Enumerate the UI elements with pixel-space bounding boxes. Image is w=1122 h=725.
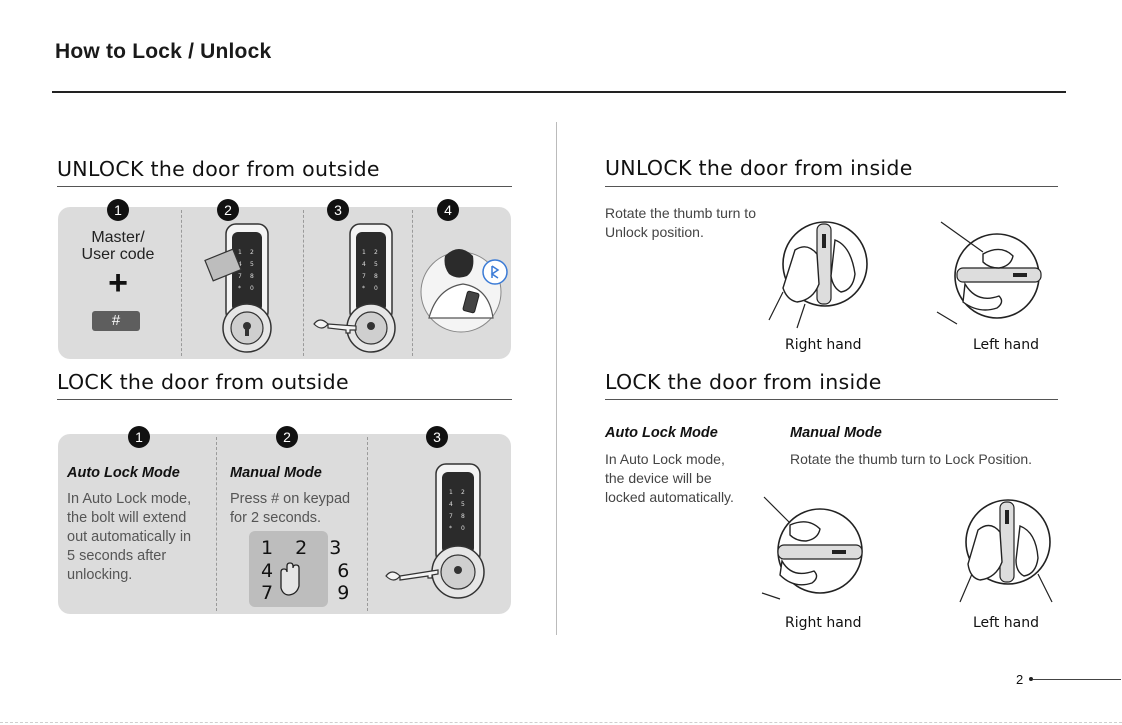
step-badge-3: 3	[327, 199, 349, 221]
manual-mode-heading: Manual Mode	[790, 425, 882, 441]
svg-text:5: 5	[374, 261, 378, 268]
deadbolt-key-illustration: 1 2 4 5 7 8 * 0	[313, 223, 396, 353]
svg-text:2: 2	[250, 249, 254, 256]
page-number: 2	[1016, 672, 1024, 687]
smartphone-app-illustration	[420, 249, 508, 333]
lock-inside-rule	[605, 399, 1058, 400]
panel-divider	[303, 210, 304, 356]
svg-text:1: 1	[238, 249, 242, 256]
step-badge-2: 2	[276, 426, 298, 448]
header-rule	[52, 91, 1066, 93]
left-hand-caption: Left hand	[973, 615, 1040, 631]
unlock-outside-rule	[57, 186, 512, 187]
step1-label-line2: User code	[81, 246, 155, 263]
unlock-outside-title: UNLOCK the door from outside	[57, 157, 380, 181]
unlock-inside-title: UNLOCK the door from inside	[605, 156, 913, 180]
unlock-inside-rule	[605, 186, 1058, 187]
left-hand-caption: Left hand	[973, 337, 1040, 353]
right-hand-caption: Right hand	[785, 615, 862, 631]
right-hand-caption: Right hand	[785, 337, 862, 353]
page-number-dot	[1029, 677, 1033, 681]
svg-text:7: 7	[449, 513, 453, 520]
plus-icon: +	[108, 264, 128, 302]
panel-divider	[412, 210, 413, 356]
step-badge-2: 2	[217, 199, 239, 221]
svg-text:*: *	[238, 285, 241, 292]
manual-mode-text: Press # on keypad for 2 seconds.	[230, 491, 351, 526]
auto-lock-heading: Auto Lock Mode	[605, 425, 718, 441]
step-badge-1: 1	[107, 199, 129, 221]
hash-key-icon: #	[92, 311, 140, 331]
hand-press-icon	[280, 562, 300, 596]
svg-text:*: *	[449, 525, 452, 532]
svg-text:0: 0	[461, 525, 465, 532]
panel-divider	[216, 437, 217, 611]
svg-text:7: 7	[238, 273, 242, 280]
panel-divider	[181, 210, 182, 356]
step-badge-3: 3	[426, 426, 448, 448]
thumb-turn-left-hand-illustration	[959, 499, 1053, 603]
svg-text:2: 2	[461, 489, 465, 496]
thumb-turn-left-hand-illustration	[936, 221, 1042, 325]
thumb-turn-right-hand-illustration	[768, 221, 868, 329]
deadbolt-key-illustration: 1 2 4 5 7 8 * 0	[385, 463, 485, 599]
step-badge-4: 4	[437, 199, 459, 221]
svg-text:8: 8	[374, 273, 378, 280]
keypad-row: 1 2 3	[261, 537, 350, 559]
panel-divider	[367, 437, 368, 611]
auto-lock-heading: Auto Lock Mode	[67, 465, 180, 481]
unlock-inside-note: Rotate the thumb turn to Unlock position…	[605, 205, 756, 240]
svg-text:0: 0	[250, 285, 254, 292]
svg-text:*: *	[362, 285, 365, 292]
svg-text:8: 8	[250, 273, 254, 280]
page-bottom-border	[0, 722, 1122, 723]
auto-lock-text: In Auto Lock mode, the device will be lo…	[605, 451, 734, 505]
svg-text:4: 4	[449, 501, 453, 508]
thumb-turn-right-hand-illustration	[761, 496, 863, 600]
svg-text:8: 8	[461, 513, 465, 520]
keypad-row: 7 9	[261, 582, 358, 604]
lock-inside-title: LOCK the door from inside	[605, 370, 882, 394]
svg-text:5: 5	[250, 261, 254, 268]
page-title: How to Lock / Unlock	[55, 40, 272, 63]
svg-text:4: 4	[362, 261, 366, 268]
column-divider	[556, 122, 557, 635]
svg-text:1: 1	[449, 489, 453, 496]
lock-outside-rule	[57, 399, 512, 400]
svg-text:7: 7	[362, 273, 366, 280]
deadbolt-card-illustration: 1 2 4 5 7 8 * 0	[204, 223, 272, 353]
auto-lock-text: In Auto Lock mode, the bolt will extend …	[67, 491, 192, 583]
svg-text:4: 4	[238, 261, 242, 268]
keypad-row: 4 6	[261, 560, 358, 582]
lock-outside-title: LOCK the door from outside	[57, 370, 349, 394]
manual-mode-text: Rotate the thumb turn to Lock Position.	[790, 451, 1033, 467]
svg-text:0: 0	[374, 285, 378, 292]
svg-text:2: 2	[374, 249, 378, 256]
manual-mode-heading: Manual Mode	[230, 465, 322, 481]
step-badge-1: 1	[128, 426, 150, 448]
step1-label-line1: Master/	[91, 229, 145, 246]
svg-text:1: 1	[362, 249, 366, 256]
footer-rule	[1033, 679, 1121, 680]
svg-text:5: 5	[461, 501, 465, 508]
